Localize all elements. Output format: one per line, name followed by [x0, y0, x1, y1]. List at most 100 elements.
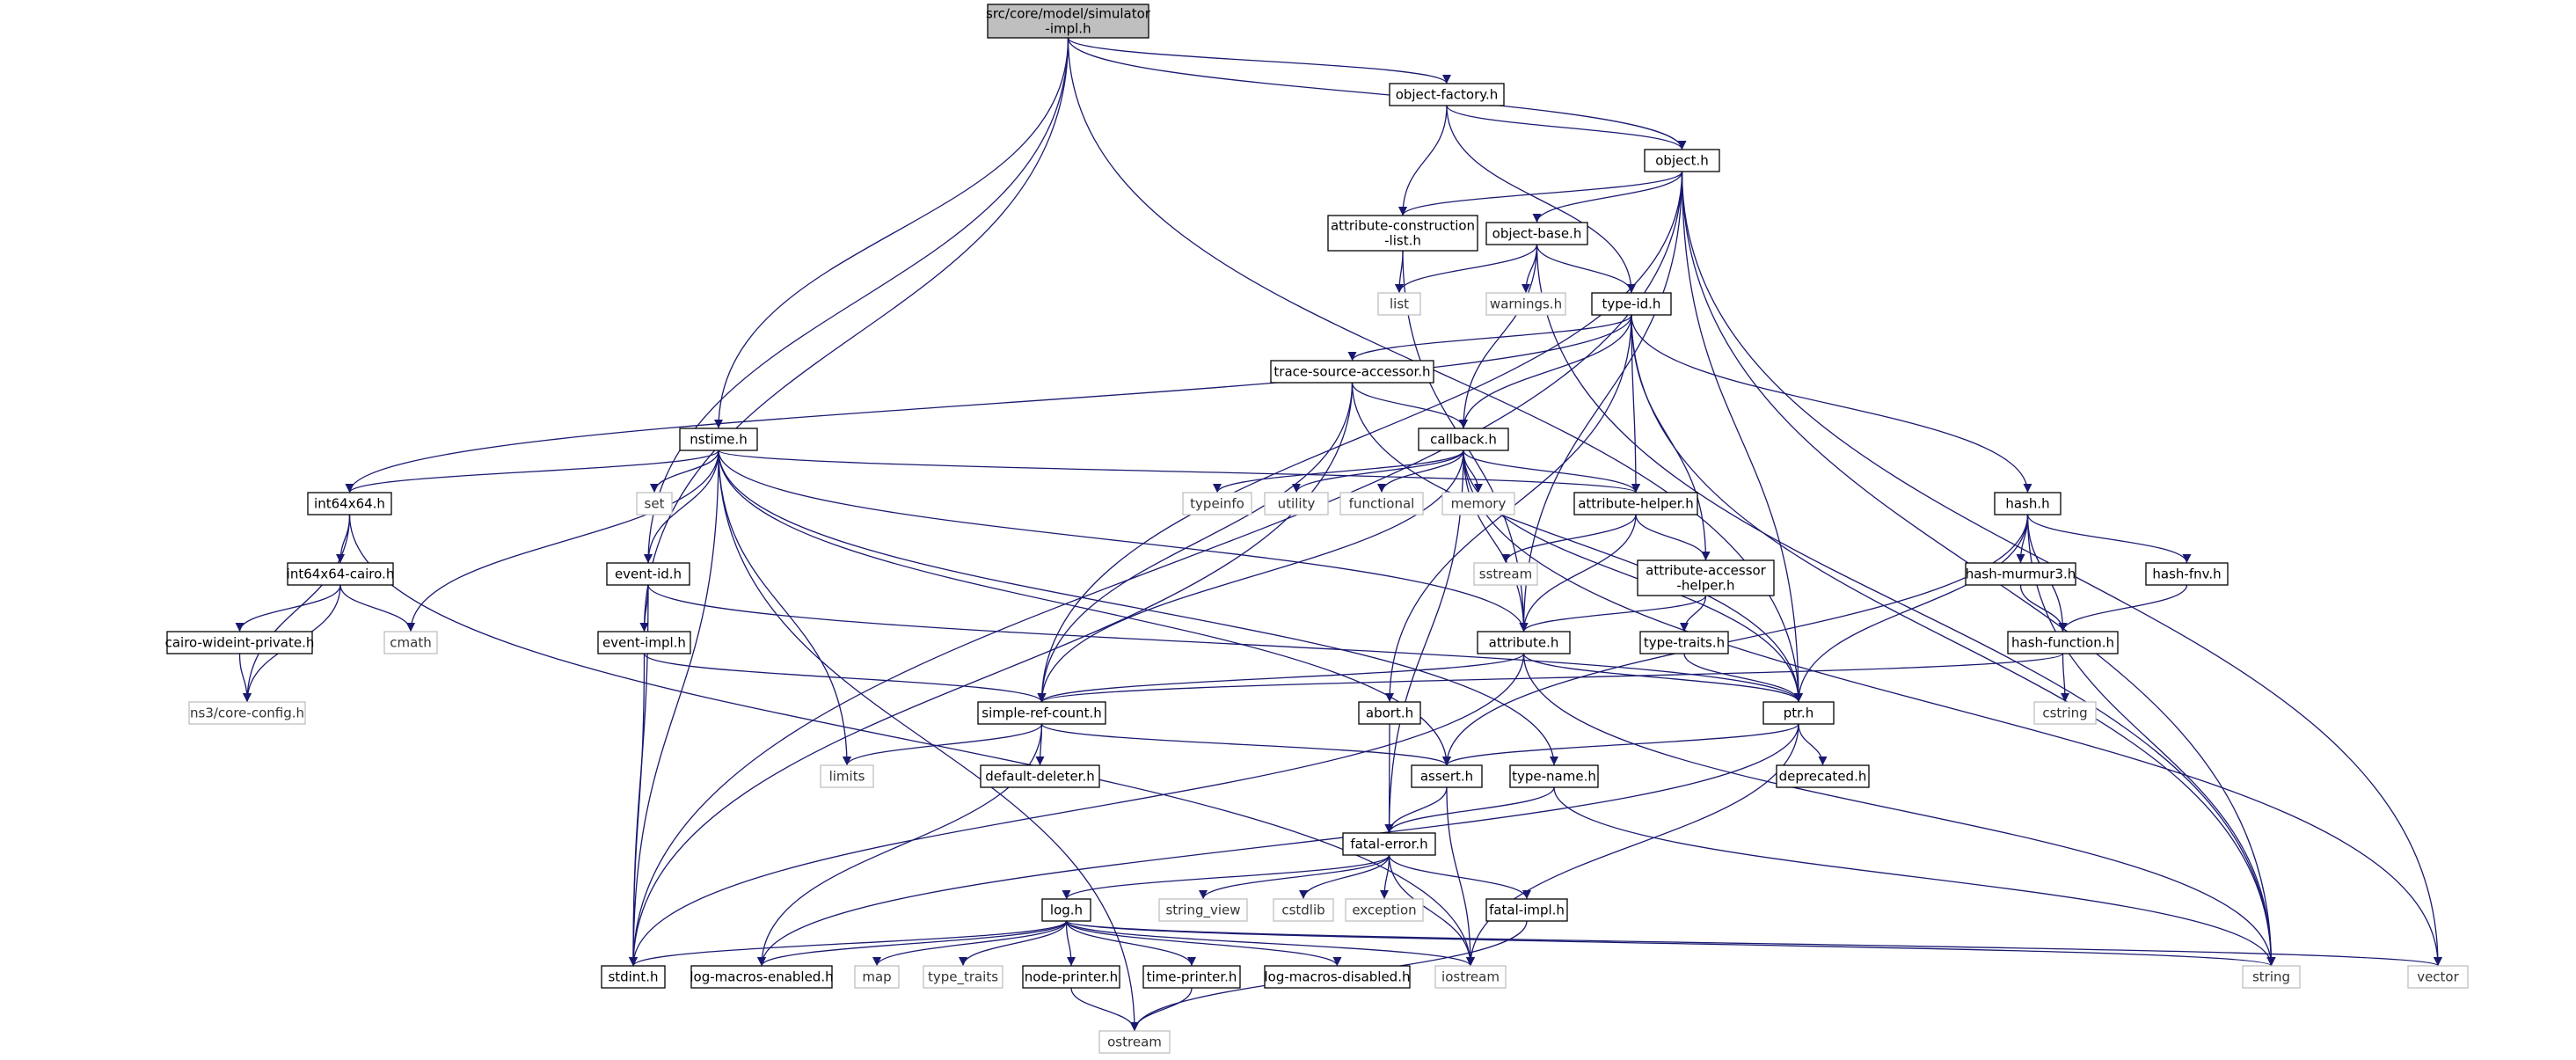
node-simple-ref[interactable]: simple-ref-count.h: [977, 701, 1106, 725]
node-label: log-macros-enabled.h: [690, 969, 833, 985]
node-time-printer[interactable]: time-printer.h: [1142, 965, 1241, 989]
node-label: attribute.h: [1489, 635, 1559, 651]
node-string: string: [2242, 965, 2301, 989]
node-object-factory[interactable]: object-factory.h: [1389, 83, 1505, 106]
node-label: cstring: [2042, 705, 2087, 721]
node-box: [1477, 631, 1571, 654]
node-label: ptr.h: [1784, 705, 1813, 721]
node-attr-construction[interactable]: attribute-construction-list.h: [1327, 215, 1478, 252]
node-box: [1485, 292, 1566, 316]
node-cairo-wideint[interactable]: cairo-wideint-private.h: [165, 631, 315, 654]
node-box: [923, 965, 1003, 989]
node-label: attribute-construction: [1331, 218, 1475, 234]
edge-type_id-to-attr_accessor: [1631, 314, 1711, 561]
node-label: hash-function.h: [2011, 635, 2114, 651]
node-nstime[interactable]: nstime.h: [679, 428, 758, 451]
edge-object_factory-to-type_id: [1446, 105, 1636, 294]
node-object[interactable]: object.h: [1644, 149, 1720, 172]
edge-hash_fnv-to-hash_function: [2058, 584, 2188, 632]
node-label: simple-ref-count.h: [982, 705, 1101, 721]
node-abort[interactable]: abort.h: [1358, 701, 1421, 725]
edge-log-to-iostream: [1065, 920, 1475, 967]
node-attr-accessor[interactable]: attribute-accessor-helper.h: [1637, 559, 1775, 596]
edge-root-to-event_impl: [639, 37, 1069, 632]
node-box: [854, 965, 900, 989]
node-hash-fnv[interactable]: hash-fnv.h: [2145, 562, 2229, 586]
node-fatal-impl[interactable]: fatal-impl.h: [1485, 898, 1568, 922]
edge-nstime-to-type_name: [718, 450, 1558, 766]
node-box: [1434, 965, 1507, 989]
node-type-traits-h[interactable]: type-traits.h: [1639, 631, 1729, 654]
edge-object-to-stdint: [629, 171, 1683, 967]
node-default-deleter[interactable]: default-deleter.h: [980, 764, 1100, 788]
edge-event_id-to-ptr: [647, 584, 1803, 703]
edge-attr_accessor-to-attribute: [1519, 595, 1707, 632]
node-ptr[interactable]: ptr.h: [1762, 701, 1835, 725]
node-box: [1485, 898, 1568, 922]
node-box: [1418, 428, 1509, 451]
node-label: set: [645, 496, 665, 512]
node-fatal-error[interactable]: fatal-error.h: [1342, 832, 1436, 856]
edge-attr_helper-to-attribute: [1519, 514, 1637, 632]
node-label: log-macros-disabled.h: [1265, 969, 1411, 985]
edge-log-to-type_traits: [959, 920, 1068, 967]
node-set: set: [636, 492, 673, 515]
node-box: [606, 562, 690, 586]
node-int64x64[interactable]: int64x64.h: [307, 492, 392, 515]
node-event-impl[interactable]: event-impl.h: [597, 631, 691, 654]
node-event-id[interactable]: event-id.h: [606, 562, 690, 586]
node-log-enabled[interactable]: log-macros-enabled.h: [690, 965, 834, 989]
node-hash-function[interactable]: hash-function.h: [2007, 631, 2119, 654]
edge-attr_helper-to-attr_accessor: [1635, 514, 1711, 561]
node-stdint[interactable]: stdint.h: [601, 965, 666, 989]
node-string-view: string_view: [1158, 898, 1248, 922]
edge-fatal_error-to-fatal_impl: [1388, 854, 1531, 900]
edge-simple_ref-to-limits: [843, 723, 1043, 766]
node-label: attribute-helper.h: [1578, 496, 1694, 512]
edge-ptr-to-deprecated: [1798, 723, 1828, 766]
node-type-id[interactable]: type-id.h: [1591, 292, 1672, 316]
edge-object-to-object_base: [1532, 171, 1683, 223]
node-map: map: [854, 965, 900, 989]
node-int64x64-cairo[interactable]: int64x64-cairo.h: [287, 562, 395, 586]
node-label: typeinfo: [1190, 496, 1244, 512]
node-hash[interactable]: hash.h: [1994, 492, 2062, 515]
node-label: event-impl.h: [602, 635, 686, 651]
node-root[interactable]: src/core/model/simulator-impl.h: [986, 4, 1151, 39]
node-label: limits: [829, 769, 865, 785]
node-callback[interactable]: callback.h: [1418, 428, 1509, 451]
node-box: [2407, 965, 2469, 989]
node-label: hash-murmur3.h: [1966, 567, 2076, 582]
node-log[interactable]: log.h: [1041, 898, 1091, 922]
dependency-nodes: src/core/model/simulator-impl.h object-fa…: [165, 4, 2469, 1054]
node-type-name[interactable]: type-name.h: [1509, 764, 1599, 788]
node-label: deprecated.h: [1779, 769, 1867, 785]
node-log-disabled[interactable]: log-macros-disabled.h: [1264, 965, 1411, 989]
node-object-base[interactable]: object-base.h: [1485, 222, 1588, 245]
edge-root-to-object_factory: [1067, 37, 1451, 84]
node-node-printer[interactable]: node-printer.h: [1022, 965, 1120, 989]
node-box: [1264, 492, 1329, 515]
node-attribute[interactable]: attribute.h: [1477, 631, 1571, 654]
node-ostream: ostream: [1098, 1030, 1171, 1054]
node-label: type_traits: [928, 969, 998, 986]
node-hash-murmur3[interactable]: hash-murmur3.h: [1965, 562, 2076, 586]
edge-object_factory-to-object: [1446, 105, 1687, 150]
node-box: [820, 764, 874, 788]
node-box: [1327, 215, 1478, 252]
node-label: -impl.h: [1045, 21, 1091, 37]
node-box: [383, 631, 438, 654]
node-deprecated[interactable]: deprecated.h: [1776, 764, 1870, 788]
edge-log-to-node_printer: [1065, 920, 1076, 967]
node-label: object-factory.h: [1396, 87, 1499, 103]
node-box: [1041, 898, 1091, 922]
node-assert[interactable]: assert.h: [1411, 764, 1483, 788]
edge-event_impl-to-stdint: [629, 653, 646, 967]
edge-callback-to-attribute: [1463, 450, 1529, 632]
dependency-edges: [235, 37, 2442, 1032]
node-attr-helper[interactable]: attribute-helper.h: [1573, 492, 1698, 515]
node-label: abort.h: [1366, 705, 1413, 721]
node-box: [188, 701, 306, 725]
node-trace-source[interactable]: trace-source-accessor.h: [1270, 360, 1434, 384]
